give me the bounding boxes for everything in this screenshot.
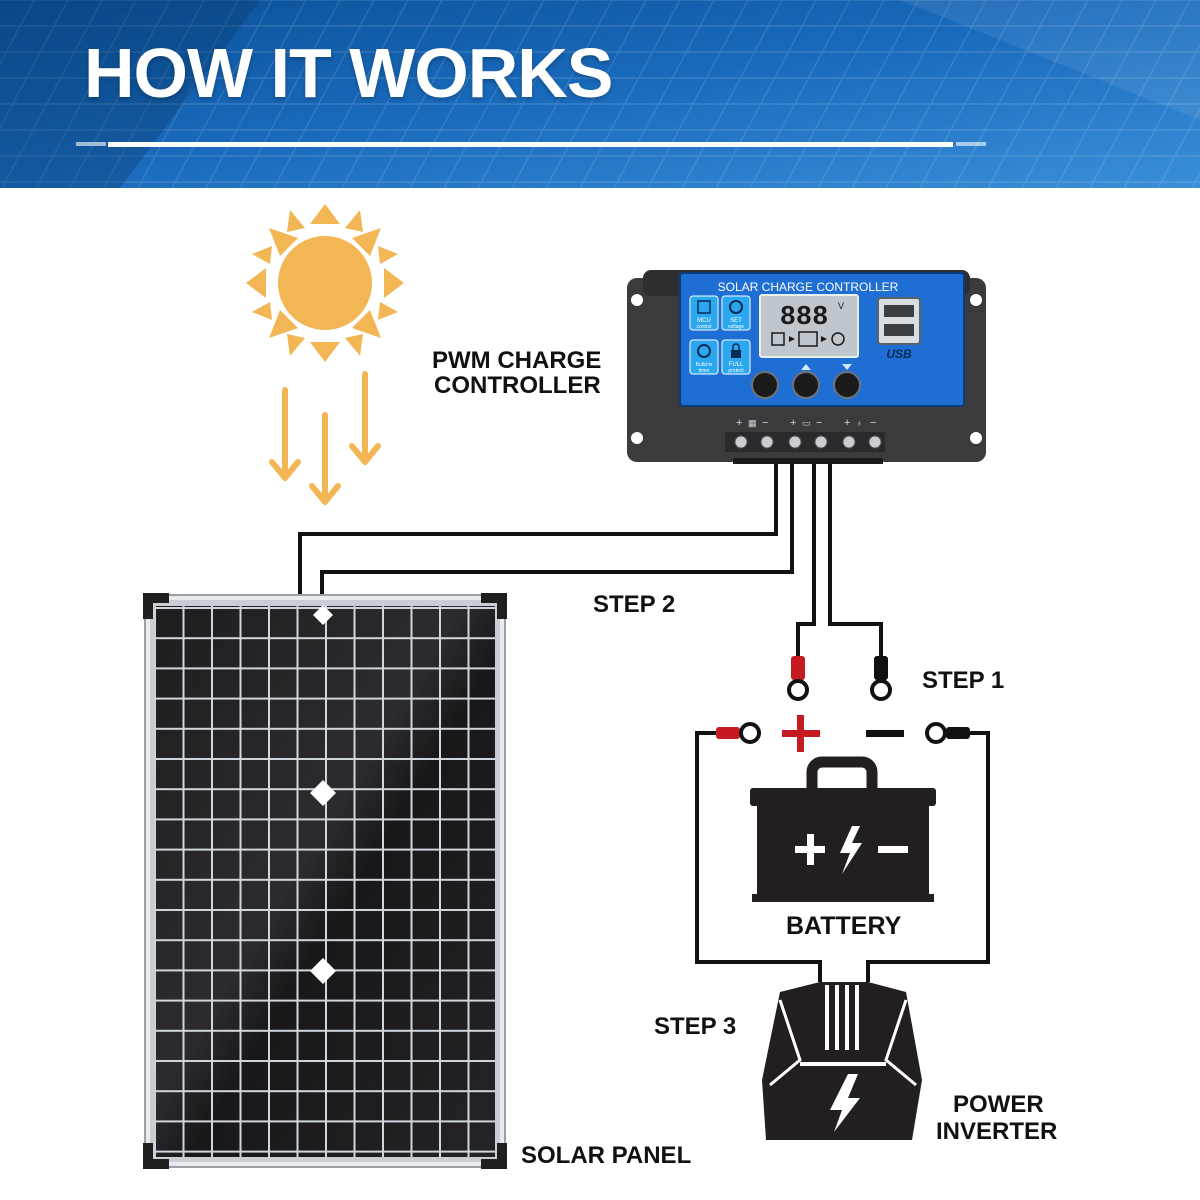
- negative-cable-sleeve: [874, 656, 888, 680]
- knob-icon: [833, 371, 861, 399]
- wire-inverter-positive: [695, 731, 822, 982]
- positive-cable-sleeve: [791, 656, 805, 680]
- svg-text:FULL: FULL: [729, 362, 744, 368]
- panel-busbars: [310, 605, 336, 984]
- charge-controller: SOLAR CHARGE CONTROLLER MCU control SET …: [627, 270, 986, 464]
- solar-panel: [143, 593, 507, 1169]
- knob-icon: [751, 371, 779, 399]
- arrow-down-icon: [309, 412, 341, 505]
- svg-text:▭: ▭: [802, 418, 811, 428]
- svg-text:Build-in: Build-in: [696, 362, 713, 368]
- svg-text:+: +: [736, 417, 742, 429]
- wire-panel-negative: [320, 462, 794, 595]
- svg-text:−: −: [870, 417, 876, 429]
- lock-icon: [731, 350, 741, 358]
- battery-mini-icon: [798, 331, 818, 347]
- controller-mcu-button: MCU control: [689, 295, 719, 331]
- inverter-label-line2: INVERTER: [936, 1118, 1057, 1145]
- wire-battery-positive: [796, 462, 816, 658]
- mount-hole-icon: [631, 432, 643, 444]
- battery-symbols: [795, 826, 908, 874]
- usb-ports: USB: [877, 297, 921, 361]
- header-underline: [76, 142, 986, 147]
- wire-panel-positive: [298, 462, 778, 595]
- svg-text:♁: ♁: [856, 418, 863, 428]
- svg-text:timer: timer: [698, 368, 709, 374]
- controller-label-line1: PWM CHARGE: [432, 347, 601, 374]
- controller-protect-button: FULL protect: [721, 339, 751, 375]
- lcd-flow-icons: [771, 331, 845, 347]
- sunlight-arrows: [269, 371, 381, 505]
- svg-text:▦: ▦: [748, 418, 757, 428]
- svg-text:MCU: MCU: [697, 318, 711, 324]
- screw-icon: [760, 435, 774, 449]
- screw-icon: [734, 435, 748, 449]
- bulb-mini-icon: [831, 332, 845, 346]
- step2-label: STEP 2: [593, 591, 675, 618]
- panel-mini-icon: [771, 332, 785, 346]
- svg-text:voltage: voltage: [728, 324, 744, 330]
- power-inverter: [762, 982, 922, 1140]
- controller-set-button: SET voltage: [721, 295, 751, 331]
- clock-icon: [697, 344, 711, 358]
- mount-hole-icon: [970, 294, 982, 306]
- arrow-right-icon: [789, 336, 795, 342]
- battery-handle: [806, 756, 878, 790]
- lcd-digits: 888: [780, 303, 829, 333]
- controller-knobs: [751, 364, 861, 399]
- svg-text:−: −: [762, 417, 768, 429]
- minus-icon: [866, 730, 904, 737]
- battery-label: BATTERY: [786, 912, 902, 940]
- ring-terminal-icon: [925, 722, 947, 744]
- chip-icon: [697, 300, 711, 314]
- svg-text:+: +: [790, 417, 796, 429]
- step1-label: STEP 1: [922, 667, 1004, 694]
- wire-inverter-negative: [866, 731, 990, 982]
- inverter-label-line1: POWER: [953, 1091, 1044, 1118]
- screw-icon: [868, 435, 882, 449]
- svg-text:SET: SET: [730, 318, 742, 324]
- lightning-icon: [840, 826, 862, 874]
- controller-terminals: +▦− +▭− +♁−: [725, 417, 885, 464]
- solar-panel-label: SOLAR PANEL: [521, 1142, 691, 1169]
- wiring: [298, 462, 990, 982]
- header-solar-background: [0, 0, 1200, 188]
- plus-icon: [782, 715, 820, 752]
- ring-terminal-icon: [870, 679, 892, 701]
- controller-label-line2: CONTROLLER: [434, 372, 601, 399]
- mount-hole-icon: [631, 294, 643, 306]
- arrow-down-icon: [349, 371, 381, 465]
- header-banner: HOW IT WORKS: [0, 0, 1200, 188]
- screw-icon: [814, 435, 828, 449]
- usb-label: USB: [886, 347, 912, 361]
- inverter-cable-connectors: [716, 722, 970, 744]
- arrow-down-icon: [269, 387, 301, 481]
- panel-corner-brackets: [143, 593, 507, 1169]
- mount-hole-icon: [970, 432, 982, 444]
- page-title: HOW IT WORKS: [84, 34, 613, 112]
- wire-battery-negative: [828, 462, 883, 658]
- controller-panel-title: SOLAR CHARGE CONTROLLER: [718, 280, 899, 294]
- svg-text:+: +: [844, 417, 850, 429]
- battery: [750, 715, 936, 902]
- screw-icon: [788, 435, 802, 449]
- ring-terminal-icon: [787, 679, 809, 701]
- gear-icon: [729, 300, 743, 314]
- ring-terminal-icon: [739, 722, 761, 744]
- svg-text:control: control: [696, 324, 711, 330]
- lcd-unit: V: [838, 301, 844, 311]
- screw-icon: [842, 435, 856, 449]
- sun-icon: [246, 204, 404, 362]
- knob-icon: [792, 371, 820, 399]
- svg-text:−: −: [816, 417, 822, 429]
- step3-label: STEP 3: [654, 1013, 736, 1040]
- svg-text:protect: protect: [728, 368, 744, 374]
- controller-lcd-display: 888 V: [759, 294, 859, 358]
- controller-timer-button: Build-in timer: [689, 339, 719, 375]
- lightning-icon: [830, 1074, 860, 1132]
- battery-cable-connectors: [787, 656, 892, 701]
- arrow-right-icon: [821, 336, 827, 342]
